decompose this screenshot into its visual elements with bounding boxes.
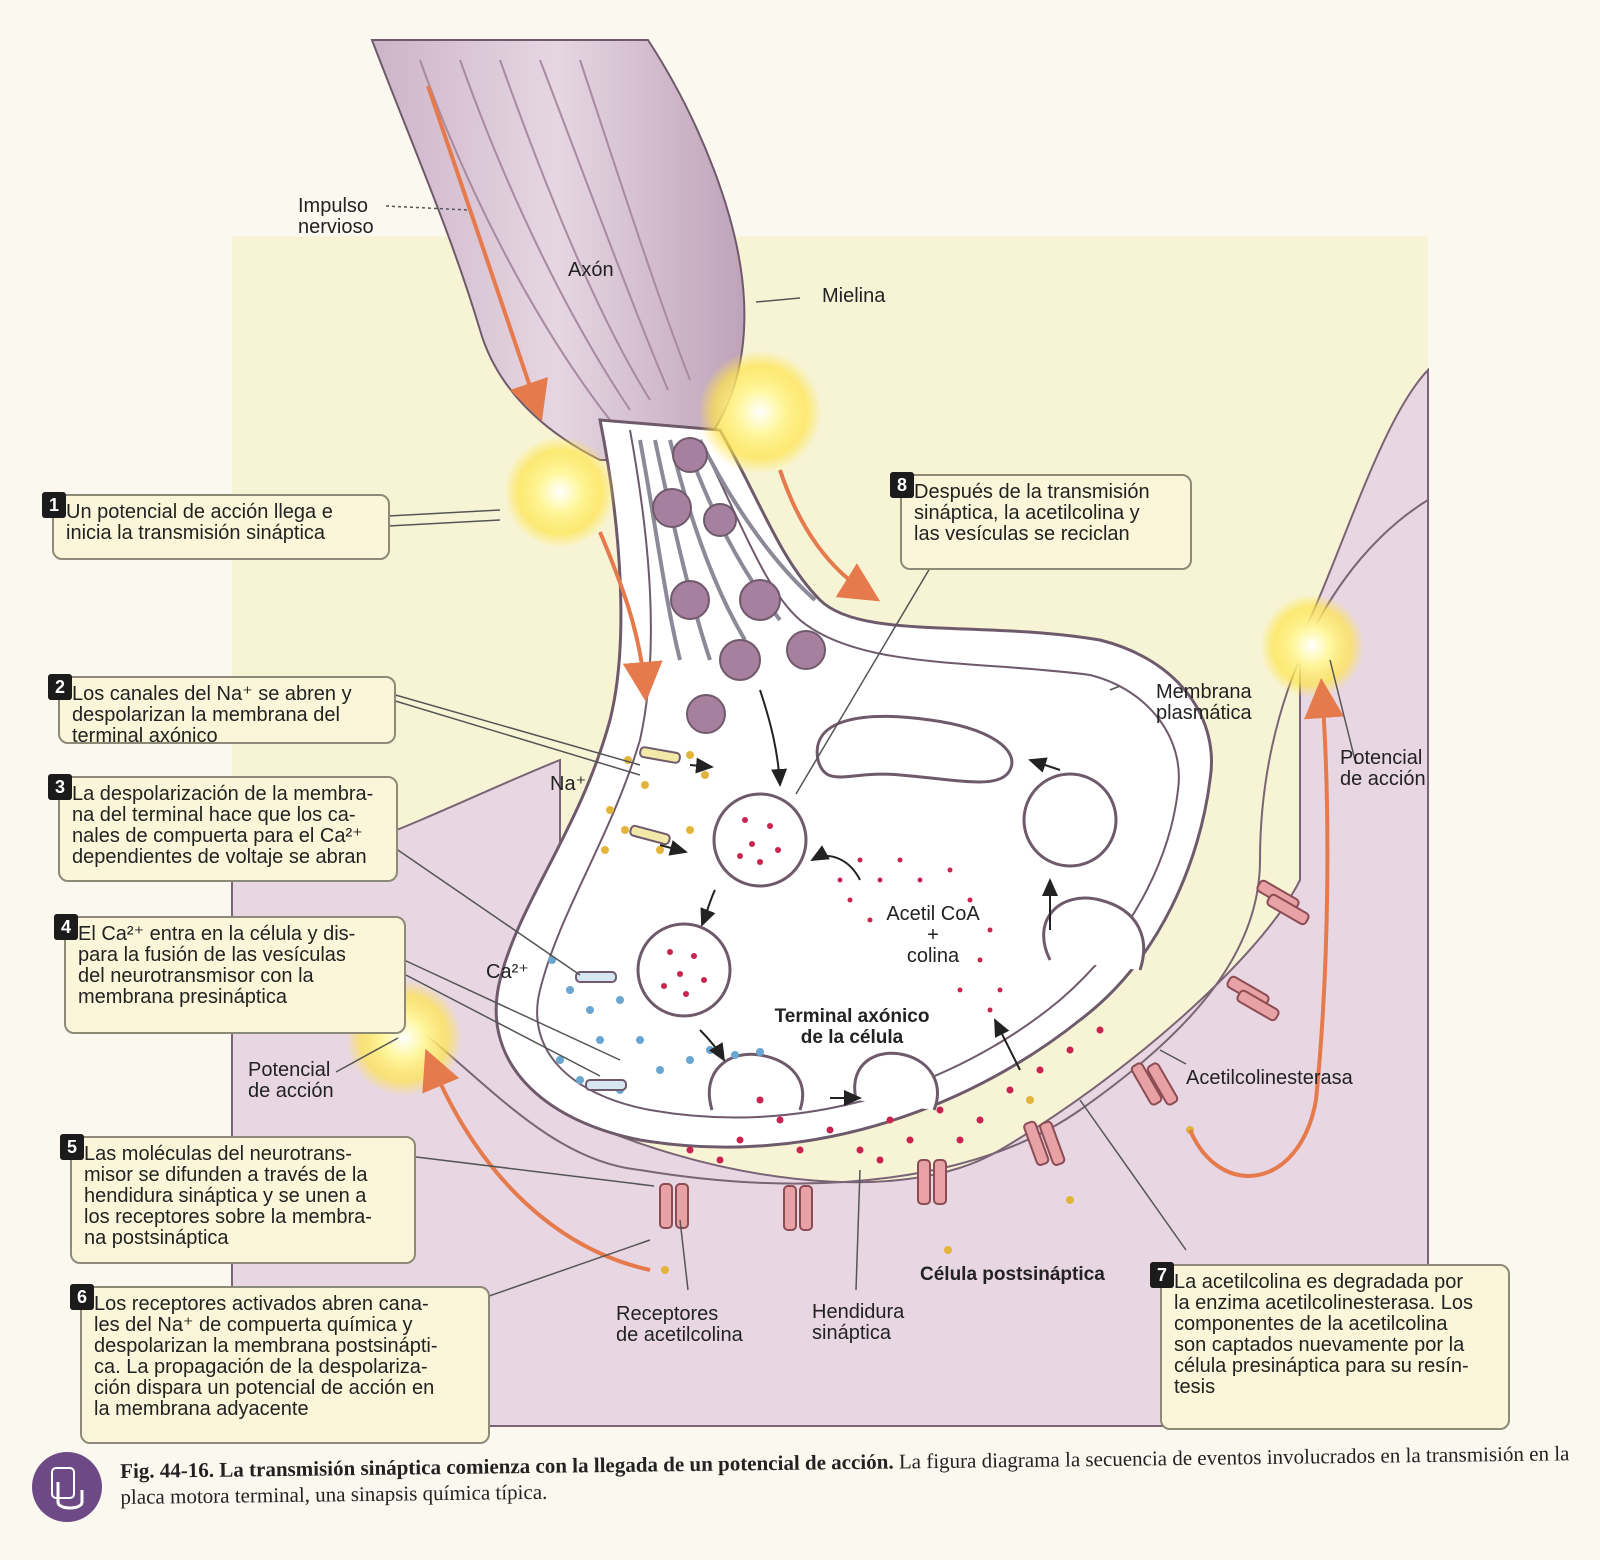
step-number-8: 8 bbox=[890, 472, 914, 498]
label-potencial-accion-left: Potencial de acción bbox=[248, 1059, 334, 1102]
step-text-2: Los canales del Na⁺ se abren y despolari… bbox=[72, 683, 352, 747]
label-terminal-axonico: Terminal axónico de la célula bbox=[774, 1006, 930, 1048]
acetylcholine-receptors bbox=[659, 879, 1310, 1231]
myelin-stripes bbox=[419, 59, 691, 421]
step-callout-8: 8 Después de la transmisión sináptica, l… bbox=[890, 472, 1192, 570]
step-text-8: Después de la transmisión sináptica, la … bbox=[914, 481, 1150, 545]
filled-vesicles bbox=[636, 792, 808, 1018]
label-receptores-acetilcolina: Receptores de acetilcolina bbox=[616, 1303, 743, 1346]
label-na-ion: Na⁺ bbox=[550, 773, 587, 795]
recycling-vesicles bbox=[815, 714, 1146, 971]
label-ca-ion: Ca²⁺ bbox=[486, 961, 529, 983]
step-number-6: 6 bbox=[70, 1284, 94, 1310]
postsynaptic-cell bbox=[231, 367, 1429, 1427]
step-number-7: 7 bbox=[1150, 1262, 1174, 1288]
label-acetil-coa-colina: Acetil CoA + colina bbox=[886, 903, 980, 967]
step-text-5: Las moléculas del neurotrans- misor se d… bbox=[84, 1143, 372, 1249]
step-text-1: Un potencial de acción llega e inicia la… bbox=[66, 501, 333, 544]
acetyl-coa-particles bbox=[837, 857, 1003, 1013]
step-callout-3: 3 La despolarización de la membra- na de… bbox=[48, 774, 398, 882]
hand-pointer-icon bbox=[32, 1452, 102, 1522]
step-text-4: El Ca²⁺ entra en la célula y dis- para l… bbox=[78, 923, 356, 1008]
step-callout-5: 5 Las moléculas del neurotrans- misor se… bbox=[60, 1134, 416, 1264]
step-callout-1: 1 Un potencial de acción llega e inicia … bbox=[42, 492, 390, 560]
label-acetilcolinesterasa: Acetilcolinesterasa bbox=[1186, 1067, 1353, 1089]
label-hendidura-sinaptica: Hendidura sináptica bbox=[812, 1301, 905, 1344]
sodium-ions bbox=[601, 751, 1194, 1274]
label-axon: Axón bbox=[568, 259, 614, 281]
step-callout-2: 2 Los canales del Na⁺ se abren y despola… bbox=[48, 674, 396, 747]
action-potential-flashes bbox=[346, 350, 1364, 1096]
pathway-arrows bbox=[659, 689, 1061, 1106]
cleft-acetylcholine bbox=[686, 1026, 1104, 1164]
microtubules bbox=[638, 439, 817, 661]
label-impulso-nervioso: Impulso nervioso bbox=[298, 195, 374, 238]
step-number-4: 4 bbox=[54, 914, 78, 940]
step-number-2: 2 bbox=[48, 674, 72, 700]
step-number-3: 3 bbox=[48, 774, 72, 800]
vesicle-contents bbox=[661, 817, 781, 997]
step-number-1: 1 bbox=[42, 492, 66, 518]
leader-lines bbox=[335, 205, 1357, 1303]
label-mielina: Mielina bbox=[822, 285, 886, 307]
step-callout-4: 4 El Ca²⁺ entra en la célula y dis- para… bbox=[54, 914, 406, 1034]
fusing-vesicles bbox=[707, 1051, 939, 1111]
step-number-5: 5 bbox=[60, 1134, 84, 1160]
synaptic-vesicles bbox=[652, 437, 826, 734]
impulse-arrow bbox=[426, 85, 548, 422]
step-callout-6: 6 Los receptores activados abren cana- l… bbox=[70, 1284, 490, 1444]
label-potencial-accion-right: Potencial de acción bbox=[1340, 747, 1426, 790]
terminal-inner-membrane bbox=[536, 429, 1180, 1119]
step-text-3: La despolarización de la membra- na del … bbox=[72, 783, 374, 868]
step-text-6: Los receptores activados abren cana- les… bbox=[94, 1293, 438, 1420]
step-text-7: La acetilcolina es degradada por la enzi… bbox=[1174, 1271, 1474, 1398]
step-callout-7: 7 La acetilcolina es degradada por la en… bbox=[1150, 1262, 1510, 1430]
postsynaptic-membrane bbox=[379, 499, 1429, 1185]
calcium-ions bbox=[548, 956, 764, 1094]
propagation-arrows bbox=[422, 469, 1344, 1272]
label-celula-postsinaptica: Célula postsináptica bbox=[920, 1264, 1105, 1285]
label-membrana-plasmatica: Membrana plasmática bbox=[1156, 681, 1252, 724]
